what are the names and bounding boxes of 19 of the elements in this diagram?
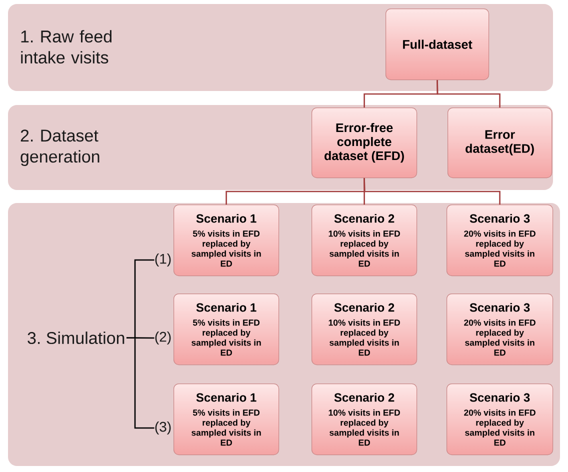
- scenario-box: Scenario 1 5% visits in EFD replaced by sampled visits in ED: [174, 384, 280, 456]
- dataset-box: Full-dataset: [386, 8, 490, 80]
- band-label: 2. Dataset generation: [20, 130, 100, 166]
- row-number: (2): [155, 331, 171, 345]
- scenario-box: Scenario 2 10% visits in EFD replaced by sampled visits in ED: [312, 204, 418, 276]
- scenario-box: Scenario 2 10% visits in EFD replaced by sampled visits in ED: [312, 294, 418, 366]
- connector: [436, 80, 500, 108]
- dataset-box: Error dataset(ED): [448, 108, 552, 178]
- band-label: 1. Raw feed intake visits: [21, 30, 112, 64]
- dataset-box: Error-free complete dataset (EFD): [312, 108, 418, 178]
- scenario-box: Scenario 1 5% visits in EFD replaced by sampled visits in ED: [174, 204, 280, 276]
- connector: [364, 178, 500, 204]
- row-number: (1): [155, 253, 171, 267]
- scenario-box: Scenario 3 20% visits in EFD replaced by sampled visits in ED: [446, 204, 554, 276]
- scenario-box: Scenario 1 5% visits in EFD replaced by sampled visits in ED: [174, 294, 280, 366]
- band-label: 3. Simulation: [28, 332, 124, 344]
- scenario-box: Scenario 2 10% visits in EFD replaced by sampled visits in ED: [312, 384, 418, 456]
- scenario-box: Scenario 3 20% visits in EFD replaced by sampled visits in ED: [446, 384, 554, 456]
- scenario-box: Scenario 3 20% visits in EFD replaced by sampled visits in ED: [446, 294, 554, 366]
